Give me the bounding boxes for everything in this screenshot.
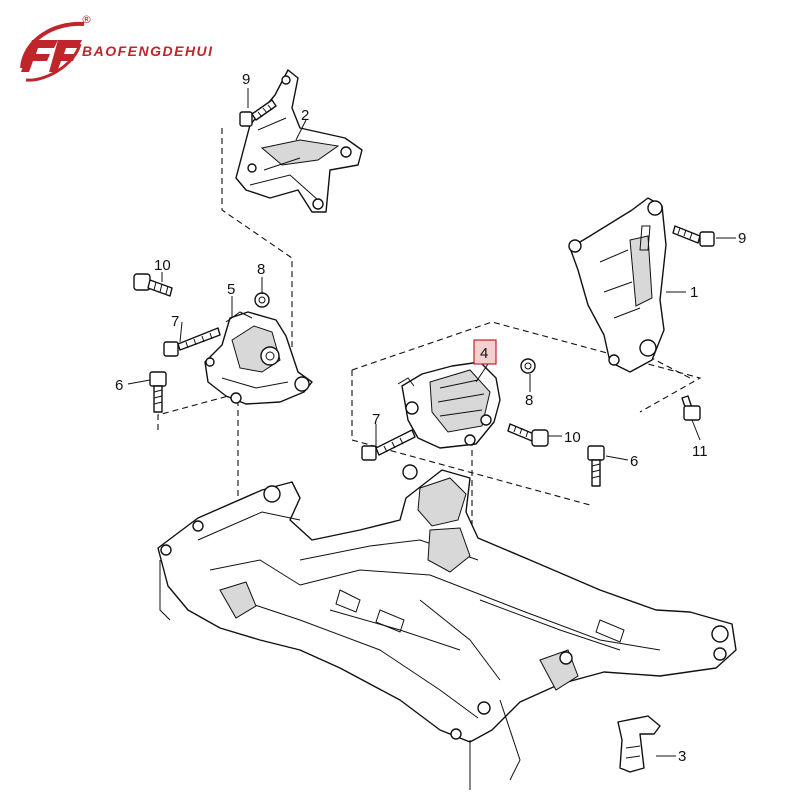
callout-2: 2 (301, 107, 309, 124)
subframe-cradle (157, 464, 737, 790)
registered-mark: ® (81, 13, 92, 26)
bolt-part-10-left (133, 273, 173, 297)
nut-part-8-left (254, 292, 270, 308)
leader-lines (127, 88, 736, 757)
brand-logo (20, 21, 85, 82)
callout-9-top: 9 (242, 71, 250, 88)
bolt-part-7-left (163, 327, 221, 357)
clip-part-3 (617, 715, 661, 773)
engine-mount-part-5 (204, 311, 313, 405)
bolt-part-6-left (149, 371, 167, 413)
bolt-part-6-right (587, 445, 605, 487)
bracket-part-2 (235, 69, 363, 213)
engine-mount-part-4 (397, 361, 501, 449)
bolt-part-9-top (239, 99, 277, 127)
nut-part-8-right (520, 358, 536, 374)
bolt-part-11 (681, 395, 701, 421)
callout-4-highlight (473, 339, 497, 365)
callout-4: 4 (480, 345, 488, 362)
bracket-part-1 (568, 197, 667, 373)
callout-10-left: 10 (154, 257, 171, 274)
callout-labels: 9 2 10 8 5 7 6 9 1 4 8 7 10 6 11 3 (115, 71, 746, 765)
bolt-part-10-right (507, 423, 549, 447)
callout-7-right: 7 (372, 411, 380, 428)
brand-name: BAOFENGDEHUI (82, 43, 214, 59)
callout-5: 5 (227, 281, 235, 298)
callout-8-right: 8 (525, 392, 533, 409)
callout-9-right: 9 (738, 230, 746, 247)
callout-8-left: 8 (257, 261, 265, 278)
callout-10-right: 10 (564, 429, 581, 446)
bolt-part-9-right (672, 225, 715, 247)
bolt-part-7-right (361, 429, 416, 461)
callout-1: 1 (690, 284, 698, 301)
callout-11: 11 (692, 443, 708, 460)
logo-swoosh-icon (20, 21, 85, 82)
callout-3: 3 (678, 748, 686, 765)
callout-6-right: 6 (630, 453, 638, 470)
callout-7-left: 7 (171, 313, 179, 330)
callout-6-left: 6 (115, 377, 123, 394)
